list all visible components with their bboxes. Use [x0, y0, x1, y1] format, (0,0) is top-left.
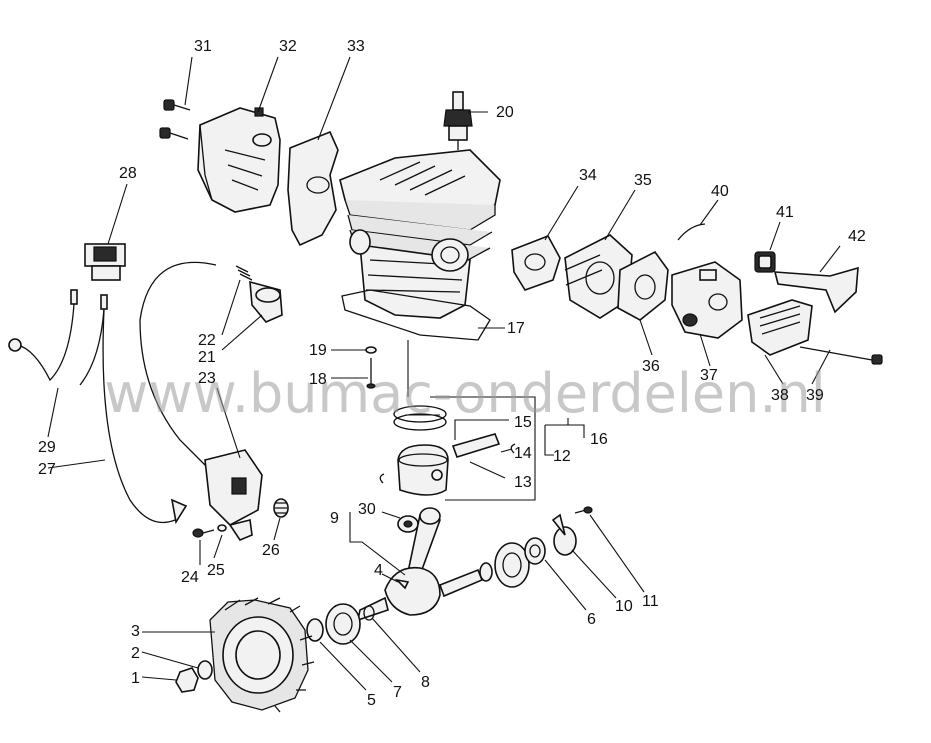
piston-rings-15: [393, 405, 447, 431]
callout-11: 11: [642, 593, 659, 610]
callout-36: 36: [642, 358, 660, 375]
short-wire-29: [8, 289, 108, 386]
screw-24: [192, 528, 215, 538]
callout-5: 5: [367, 692, 376, 709]
callout-31: 31: [194, 38, 212, 55]
callout-35: 35: [634, 172, 652, 189]
oil-seal: [479, 562, 493, 582]
callout-28: 28: [119, 165, 137, 182]
air-filter-base-38: [747, 299, 813, 356]
long-bolt-39: [799, 346, 883, 365]
muffler-gasket-33: [287, 130, 339, 247]
callout-1: 1: [131, 670, 140, 687]
callout-3: 3: [131, 623, 140, 640]
bearing-7: [325, 603, 361, 645]
spark-plug-20: [443, 91, 473, 150]
callout-30: 30: [358, 501, 376, 518]
flywheel-3: [209, 597, 315, 713]
callout-33: 33: [347, 38, 365, 55]
washer-25: [217, 524, 227, 532]
callout-numbers: 1 2 3 4 5 6 7 8 9 10 11 12 13 14 15 16 1…: [38, 38, 866, 709]
callout-16: 16: [590, 431, 608, 448]
nut-1: [175, 667, 199, 693]
callout-15: 15: [514, 414, 532, 431]
oil-seal-5: [306, 618, 324, 642]
callout-42: 42: [848, 228, 866, 245]
spark-plug-cap-21: [249, 280, 283, 323]
callout-14: 14: [514, 445, 532, 462]
leader-lines: [47, 56, 841, 691]
callout-23: 23: [198, 370, 216, 387]
callout-9: 9: [330, 510, 339, 527]
callout-27: 27: [38, 461, 56, 478]
callout-32: 32: [279, 38, 297, 55]
bearing-right: [494, 542, 530, 588]
spring-26: [273, 498, 289, 518]
callout-26: 26: [262, 542, 280, 559]
carb-gasket-36: [617, 250, 669, 321]
callout-22: 22: [198, 332, 216, 349]
callout-24: 24: [181, 569, 199, 586]
stop-switch-28: [84, 243, 126, 281]
callout-25: 25: [207, 562, 225, 579]
carburettor-37: [671, 261, 743, 339]
piston-pin-13: [451, 433, 501, 458]
callout-17: 17: [507, 320, 525, 337]
callout-10: 10: [615, 598, 633, 615]
long-wire-27: [102, 309, 188, 525]
callout-18: 18: [309, 371, 327, 388]
washer-2: [197, 660, 213, 680]
circlip-8: [363, 605, 375, 621]
piston: [397, 444, 449, 496]
oil-seal-6: [524, 537, 546, 565]
muffler-32: [197, 107, 281, 213]
callout-41: 41: [776, 204, 794, 221]
callout-34: 34: [579, 167, 597, 184]
fuel-filter-41: [754, 251, 776, 273]
ignition-coil-23: [139, 261, 263, 541]
callout-8: 8: [421, 674, 430, 691]
fuel-hose-40: [677, 223, 706, 241]
callout-4: 4: [374, 562, 383, 579]
callout-38: 38: [771, 387, 789, 404]
oil-pump-drive-10: [551, 513, 577, 556]
screw-18: [366, 358, 376, 389]
key-4: [394, 578, 410, 590]
spring-22: [235, 265, 253, 281]
callout-2: 2: [131, 645, 140, 662]
callout-19: 19: [309, 342, 327, 359]
screw-11: [574, 506, 593, 514]
callout-6: 6: [587, 611, 596, 628]
washer-19: [365, 346, 377, 354]
callout-29: 29: [38, 439, 56, 456]
watermark-text: www.bumac-onderdelen.nl: [104, 362, 825, 425]
callout-37: 37: [700, 367, 718, 384]
callout-12: 12: [553, 448, 571, 465]
throttle-linkage-42: [773, 266, 859, 314]
callout-40: 40: [711, 183, 729, 200]
base-gasket-17: [341, 289, 491, 341]
callout-21: 21: [198, 349, 216, 366]
circlip-14: [379, 443, 516, 484]
callout-7: 7: [393, 684, 402, 701]
needle-bearing-30: [397, 515, 419, 533]
callout-39: 39: [806, 387, 824, 404]
cylinder: [339, 149, 501, 319]
intake-gasket-34: [511, 234, 561, 291]
callout-20: 20: [496, 104, 514, 121]
bolts-31: [159, 99, 191, 140]
callout-13: 13: [514, 474, 532, 491]
